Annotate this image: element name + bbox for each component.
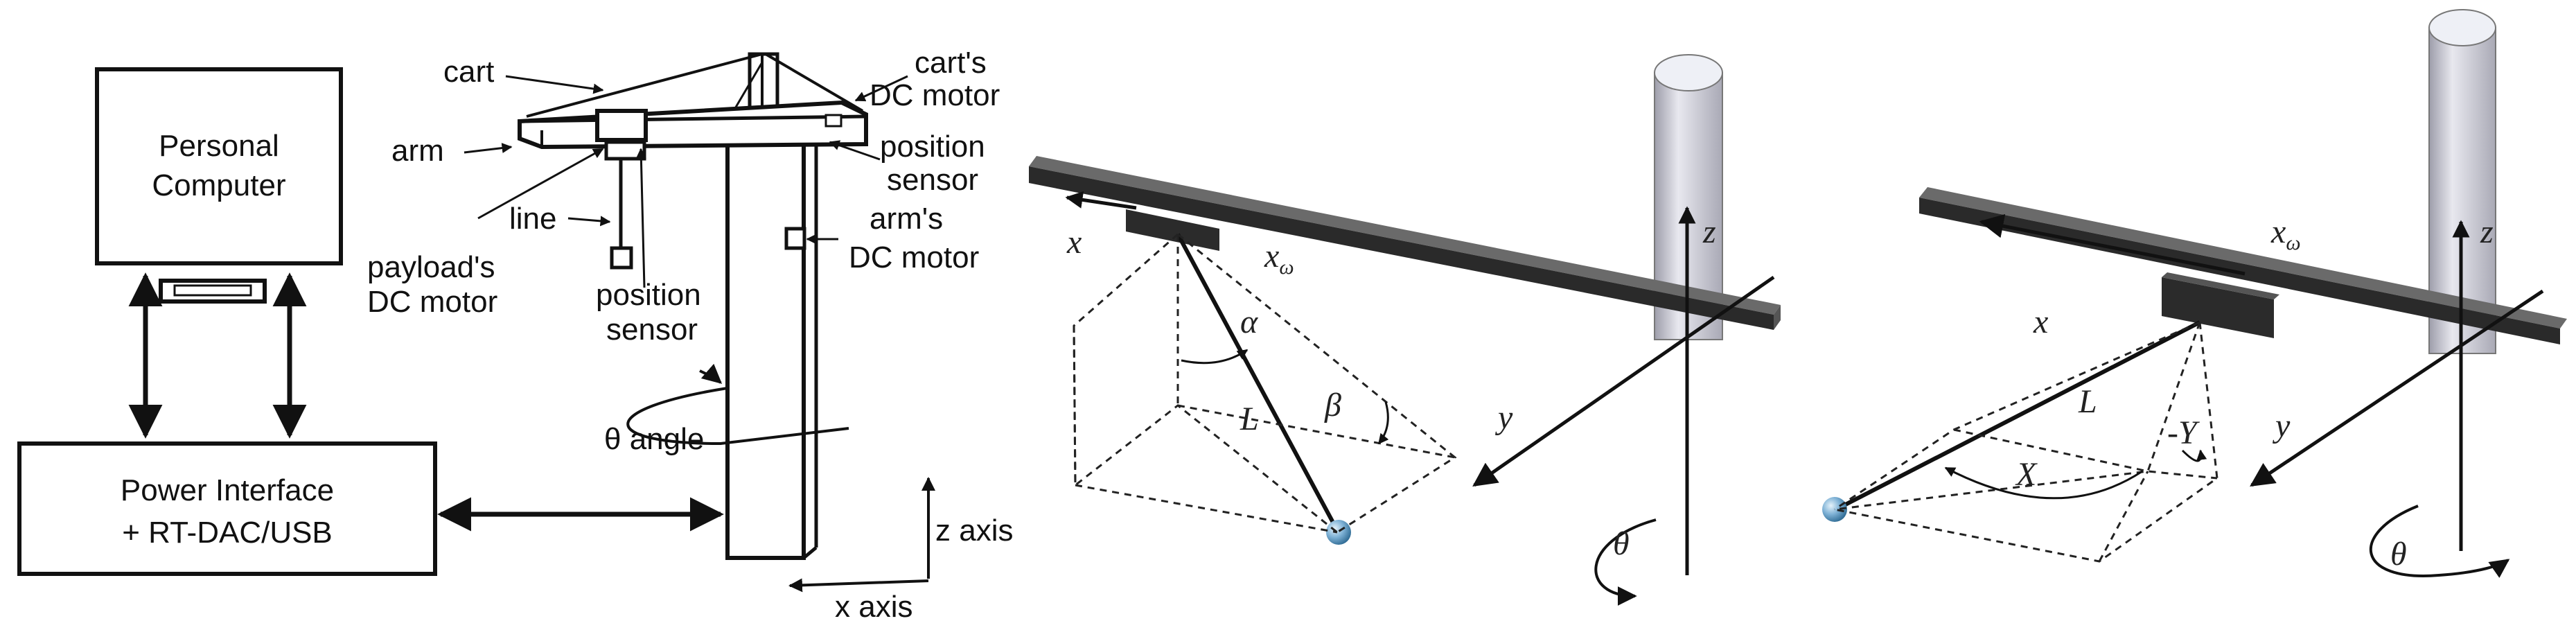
minus-Y-label-2: -Y	[2167, 414, 2200, 451]
beta-label-1: β	[1324, 387, 1341, 423]
payload-ball	[1326, 520, 1351, 545]
arms-motor-label-line1: arm's	[870, 202, 943, 236]
pendulum-line	[1176, 233, 1339, 532]
x-omega-label-1: xω	[1264, 238, 1294, 279]
theta-label-2: θ	[2390, 536, 2407, 572]
z-axis-label: z axis	[935, 514, 1013, 548]
payload-motor-label-line1: payload's	[367, 250, 495, 284]
X-label-2: X	[2015, 456, 2038, 493]
control-hardware-panel: Personal Computer Power Interface + RT-D…	[17, 67, 724, 576]
arm-motor-block	[784, 227, 806, 250]
power-interface-box	[17, 441, 437, 576]
crane-tower	[725, 137, 806, 560]
carts-motor-label-line2: DC motor	[870, 78, 1000, 112]
computer-stand	[159, 279, 267, 304]
crane-cart	[595, 109, 648, 142]
y-label-1: y	[1494, 399, 1513, 436]
theta-arc-1	[1594, 518, 1657, 606]
arm-beam-side	[1029, 166, 1774, 330]
theta-arc-2	[2369, 505, 2510, 578]
tower-column-top	[2428, 9, 2496, 46]
x-axis-label: x axis	[835, 590, 912, 624]
x-label-1: x	[1066, 224, 1082, 261]
payload-motor-block	[604, 140, 646, 161]
tower-column-top	[1654, 54, 1723, 91]
theta-label-1: θ	[1613, 525, 1630, 562]
L-label-1: L	[1240, 401, 1259, 437]
x-omega-label-2: xω	[2270, 213, 2301, 254]
position-sensor-right-label-line1: position	[880, 130, 985, 164]
x-omega-axis-arrow-2	[1979, 213, 2246, 276]
theta-rotation-arc	[626, 387, 849, 446]
crane-arm	[518, 100, 868, 150]
carts-motor-label-line1: cart's	[915, 46, 987, 80]
cart-motor-block	[824, 114, 843, 128]
computer-keyboard	[173, 284, 252, 297]
arms-motor-label-line2: DC motor	[849, 240, 979, 274]
payload	[610, 246, 633, 270]
pendulum-line	[1835, 320, 2201, 511]
theta-angle-label: θ angle	[604, 422, 704, 456]
model-panel-2: xω x z L -Y X y θ	[1822, 9, 2567, 578]
power-interface-label-line2: + RT-DAC/USB	[122, 516, 333, 550]
y-label-2: y	[2272, 408, 2291, 444]
personal-computer-box	[95, 67, 343, 265]
cart-block	[2162, 277, 2274, 338]
arm-beam-top	[1919, 187, 2567, 329]
arm-label: arm	[391, 134, 444, 168]
position-sensor-mid-label-line1: position	[596, 278, 701, 312]
position-sensor-mid-label-line2: sensor	[606, 313, 698, 347]
alpha-label-1: α	[1240, 304, 1258, 340]
L-label-2: L	[2078, 383, 2097, 420]
x-label-2: x	[2033, 304, 2048, 340]
power-interface-label-line1: Power Interface	[121, 473, 334, 507]
personal-computer-label-line2: Computer	[152, 168, 285, 202]
y-axis-1	[1472, 275, 1775, 487]
z-label-1: z	[1702, 213, 1716, 250]
model-panel-1: x xω α L β z y θ	[1029, 54, 1781, 606]
cart-block	[1126, 209, 1219, 251]
personal-computer-label-line1: Personal	[159, 129, 279, 163]
payload-motor-label-line2: DC motor	[367, 285, 497, 319]
cart-label: cart	[443, 55, 494, 89]
x-axis-arrow-1	[1065, 191, 1137, 210]
position-sensor-right-label-line2: sensor	[887, 163, 978, 197]
arm-beam-top	[1029, 156, 1781, 315]
arm-beam-end	[1774, 305, 1781, 330]
y-axis-2	[2250, 289, 2544, 487]
crane-schematic-panel: cart cart's DC motor arm position sensor…	[367, 46, 1013, 624]
z-label-2: z	[2480, 213, 2494, 250]
line-label: line	[509, 202, 557, 236]
x-axis-arrow	[788, 578, 929, 593]
